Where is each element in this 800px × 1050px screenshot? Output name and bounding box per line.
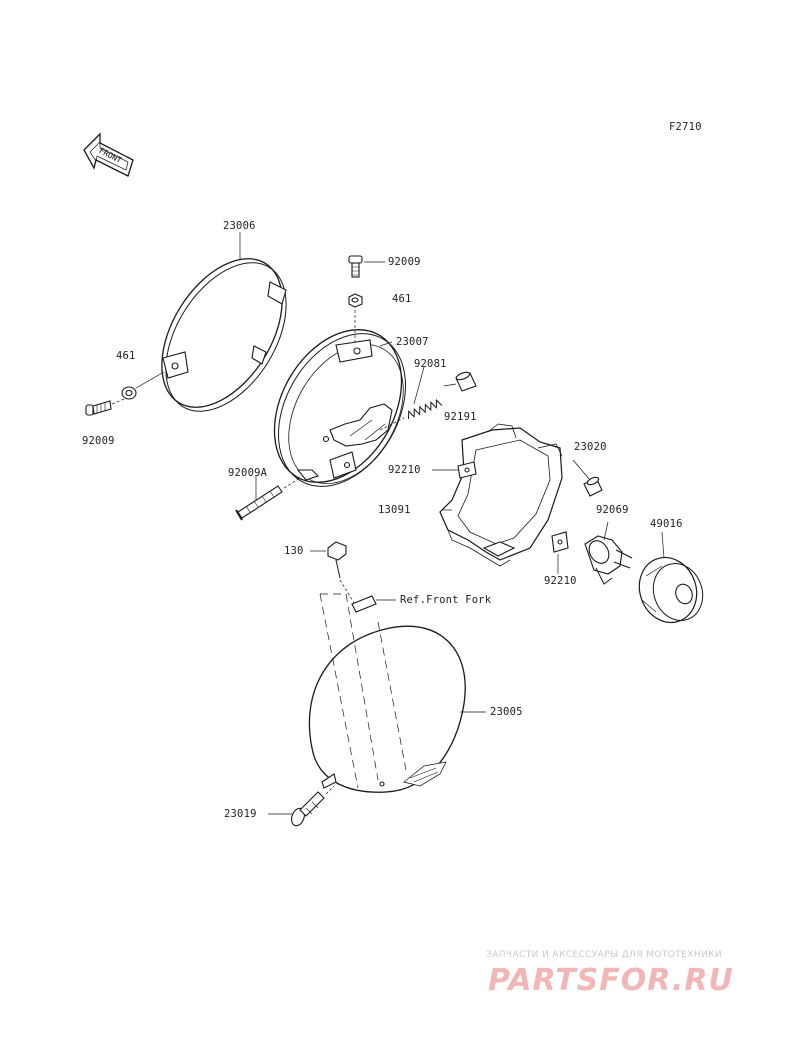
label-92069: 92069	[596, 504, 629, 516]
label-23005: 23005	[490, 706, 523, 718]
part-23006-rim-ring	[161, 258, 287, 412]
label-ref-front-fork: Ref.Front Fork	[400, 594, 492, 606]
part-23020-socket	[583, 476, 603, 497]
label-130: 130	[284, 545, 304, 557]
label-23020: 23020	[574, 441, 607, 453]
label-92009-top: 92009	[388, 256, 421, 268]
label-49016: 49016	[650, 518, 683, 530]
ref-front-fork-clip	[351, 595, 377, 613]
label-92081: 92081	[414, 358, 447, 370]
part-461-washer-left	[121, 386, 137, 400]
part-92210-nut-lower	[551, 531, 569, 553]
figure-code-label: F2710	[669, 121, 702, 133]
part-23019-screw	[291, 791, 325, 827]
label-13091: 13091	[378, 504, 411, 516]
part-92009-screw-left	[85, 400, 112, 416]
part-92081-spring	[408, 398, 443, 419]
part-92191-collar	[455, 371, 477, 392]
label-92210-lower: 92210	[544, 575, 577, 587]
label-23007: 23007	[396, 336, 429, 348]
part-92009-screw-top	[348, 255, 363, 278]
part-13091-bracket	[439, 423, 563, 567]
label-92009A: 92009A	[228, 467, 268, 479]
front-arrow-icon: FRONT	[83, 132, 134, 177]
part-461-nut-top	[348, 293, 363, 308]
watermark-logo: PARTSFOR.RU	[488, 963, 734, 998]
part-92069-bulb	[584, 535, 633, 585]
part-23007-headlight-ring	[273, 329, 407, 487]
part-49016-dust-boot	[638, 556, 704, 624]
part-92210-nut-upper	[457, 461, 477, 479]
part-92009A-long-bolt	[235, 485, 283, 521]
label-92009-left: 92009	[82, 435, 115, 447]
part-23005-headlight-body	[308, 625, 466, 793]
label-461-top: 461	[392, 293, 412, 305]
label-92191: 92191	[444, 411, 477, 423]
watermark-tagline: ЗАПЧАСТИ И АКСЕССУАРЫ ДЛЯ МОТОТЕХНИКИ	[486, 950, 723, 960]
label-92210-upper: 92210	[388, 464, 421, 476]
label-23019: 23019	[224, 808, 257, 820]
label-461-left: 461	[116, 350, 136, 362]
label-23006: 23006	[223, 220, 256, 232]
part-130-bolt	[327, 541, 347, 579]
